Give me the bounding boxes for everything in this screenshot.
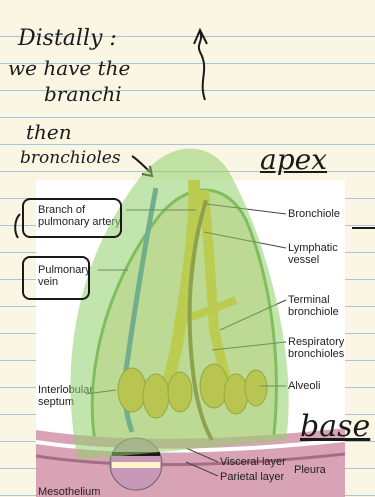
note-apex: apex xyxy=(260,146,327,174)
ink-box-pulmonary-vein xyxy=(22,256,90,300)
ink-box-branch-of-pulmonary-artery xyxy=(22,198,122,238)
note-base: base xyxy=(300,412,370,442)
highlighter-overlay xyxy=(58,140,308,460)
